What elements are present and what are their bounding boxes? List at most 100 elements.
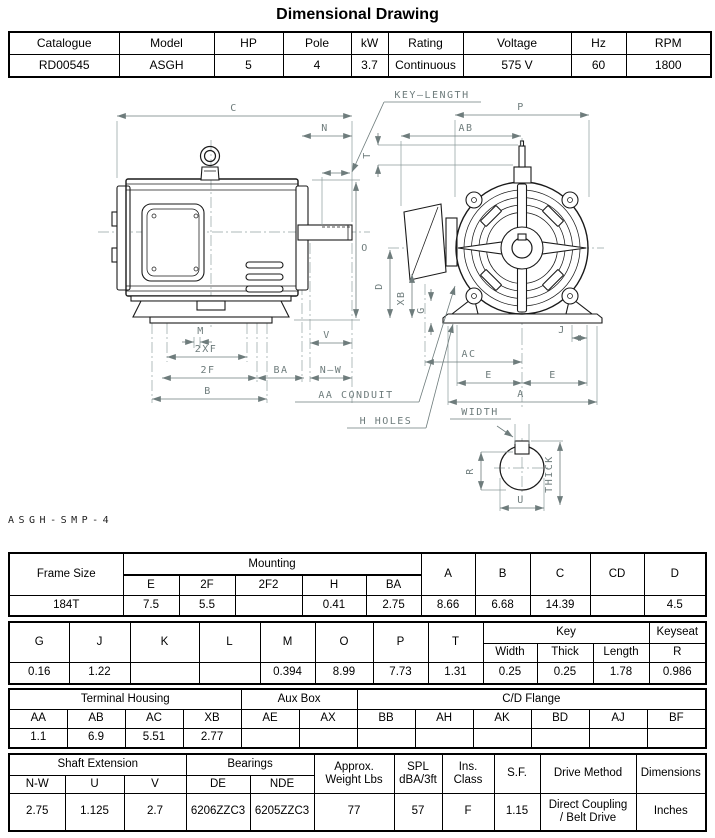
value-cell: 6205ZZC3: [249, 792, 315, 832]
keyseat-group-header: Keyseat: [648, 621, 707, 644]
col-header: BB: [356, 708, 416, 729]
value-cell: 6.9: [66, 727, 126, 749]
dim-label-h-holes: H HOLES: [360, 416, 413, 427]
dim-label-v: V: [323, 330, 331, 341]
col-header: NDE: [249, 774, 315, 794]
col-header: AH: [414, 708, 474, 729]
dim-label-n: N: [321, 123, 329, 134]
extension-lines: [116, 120, 598, 511]
value-cell: 7.73: [372, 661, 429, 685]
shaft-table: Shaft Extension Bearings Approx. Weight …: [8, 753, 708, 832]
dim-label-ac: AC: [461, 349, 476, 360]
col-header: L: [198, 621, 261, 663]
col-header: Approx. Weight Lbs: [313, 753, 395, 794]
value-cell: 4.5: [643, 594, 707, 617]
col-header: AA: [8, 708, 68, 729]
value-cell: 0.16: [8, 661, 70, 685]
mounting-table: Frame Size Mounting A B C CD D E 2F 2F2 …: [8, 552, 708, 617]
col-header: V: [123, 774, 187, 794]
col-header: S.F.: [493, 753, 541, 794]
key-group-header: Key: [482, 621, 650, 644]
dim-label-d: D: [374, 282, 385, 290]
spec-value-cell: 575 V: [462, 53, 572, 78]
spec-header-cell: kW: [350, 31, 389, 55]
col-header: G: [8, 621, 70, 663]
spec-value-cell: 3.7: [350, 53, 389, 78]
spec-header-cell: Model: [118, 31, 215, 55]
col-header: AC: [124, 708, 184, 729]
dim-label-2f: 2F: [200, 365, 215, 376]
dimension-labels: C N KEY—LENGTH T P AB O D XB G V M 2XF 2…: [195, 90, 565, 506]
value-cell: 8.66: [420, 594, 476, 617]
value-cell: [646, 727, 707, 749]
col-header: M: [259, 621, 316, 663]
value-cell: 1.31: [427, 661, 484, 685]
shaft-extension-group-header: Shaft Extension: [8, 753, 187, 776]
value-cell: 8.99: [314, 661, 374, 685]
dim-label-e2: E: [549, 370, 557, 381]
value-cell: [472, 727, 532, 749]
value-cell: 0.41: [301, 594, 367, 617]
col-header: AB: [66, 708, 126, 729]
spec-table: Catalogue Model HP Pole kW Rating Voltag…: [8, 31, 712, 78]
front-view: [403, 140, 603, 324]
value-cell: [234, 594, 303, 617]
dim-label-ab: AB: [458, 123, 473, 134]
value-cell: 2.75: [8, 792, 66, 832]
col-header: H: [301, 574, 367, 596]
col-header: U: [64, 774, 125, 794]
col-header: Dimensions: [635, 753, 707, 794]
value-cell: 1.15: [493, 792, 541, 832]
col-header: BA: [365, 574, 422, 596]
col-header: P: [372, 621, 429, 663]
spec-value-cell: Continuous: [387, 53, 464, 78]
value-cell: Direct Coupling / Belt Drive: [539, 792, 637, 832]
spec-header-cell: Catalogue: [8, 31, 120, 55]
dim-label-u: U: [517, 495, 525, 506]
shaft-section-detail: [499, 440, 545, 491]
dim-label-nw: N—W: [320, 365, 343, 376]
col-header: C: [529, 552, 591, 596]
spec-header-cell: Voltage: [462, 31, 572, 55]
value-cell: 0.25: [482, 661, 538, 685]
value-cell: 1.22: [68, 661, 131, 685]
dim-label-e1: E: [485, 370, 493, 381]
dim-label-g: G: [416, 306, 427, 314]
page-title: Dimensional Drawing: [276, 6, 439, 23]
spec-value-cell: 60: [570, 53, 627, 78]
dim-label-a: A: [517, 389, 525, 400]
value-cell: [129, 661, 200, 685]
col-header: Drive Method: [539, 753, 637, 794]
spec-value-cell: 1800: [625, 53, 712, 78]
dim-label-thick: THICK: [544, 455, 555, 493]
value-cell: 2.7: [123, 792, 187, 832]
spec-value-cell: ASGH: [118, 53, 215, 78]
col-header: Width: [482, 642, 538, 663]
value-cell: 0.394: [259, 661, 316, 685]
value-cell: 2.77: [182, 727, 242, 749]
value-cell: Inches: [635, 792, 707, 832]
cd-flange-group-header: C/D Flange: [356, 688, 707, 710]
dim-label-o: O: [361, 243, 369, 254]
dim-label-r: R: [465, 467, 476, 475]
value-cell: [198, 661, 261, 685]
col-header: AE: [240, 708, 300, 729]
value-cell: [240, 727, 300, 749]
col-header: BD: [530, 708, 590, 729]
dimension-table: G J K L M O P T Key Keyseat Width Thick …: [8, 621, 708, 685]
spec-header-cell: Hz: [570, 31, 627, 55]
col-header: R: [648, 642, 707, 663]
col-header: Ins. Class: [441, 753, 495, 794]
col-header: B: [474, 552, 531, 596]
col-header: O: [314, 621, 374, 663]
value-cell: 0.986: [648, 661, 707, 685]
col-header: AJ: [588, 708, 648, 729]
value-cell: [588, 727, 648, 749]
dim-label-ba: BA: [273, 365, 288, 376]
value-cell: 6.68: [474, 594, 531, 617]
dim-label-aa-conduit: AA CONDUIT: [318, 390, 393, 401]
dim-label-t: T: [362, 151, 373, 159]
spec-value-cell: 4: [282, 53, 352, 78]
col-header: 2F: [178, 574, 236, 596]
drawing-code: ASGH-SMP-4: [8, 515, 114, 526]
